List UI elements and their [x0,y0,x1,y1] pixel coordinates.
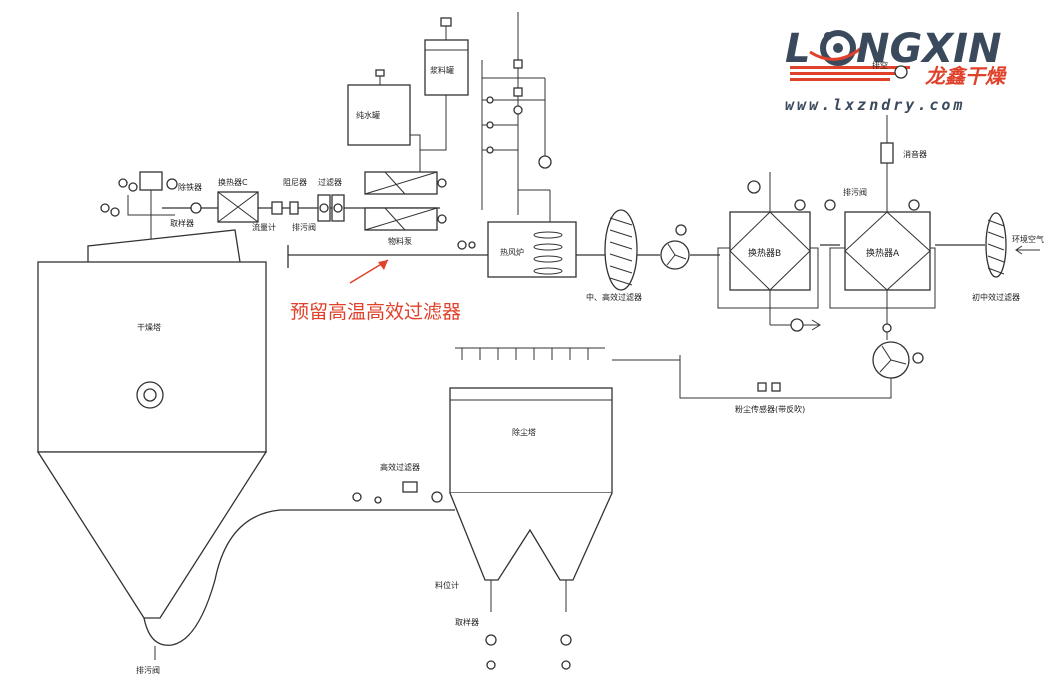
sampler-bottom-label: 取样器 [455,617,479,627]
logo-chinese-name: 龙鑫干燥 [925,64,1007,88]
hot-air-furnace-label: 热风炉 [500,247,524,257]
exhaust-label: 排空 [872,60,888,70]
callout: 预留高温高效过滤器 [290,259,461,323]
primary-mid-filter: 初中效过滤器 [972,212,1020,302]
heat-exchanger-c-label: 换热器C [218,177,248,187]
material-pump: 物料泵 [364,160,447,246]
sampler-top-label: 取样器 [170,218,194,228]
heat-exchanger-a-label: 换热器A [866,247,900,259]
heat-exchanger-b: 换热器B [717,172,821,332]
logo-word-rest: NGXIN [856,26,1002,72]
material-pump-label: 物料泵 [388,236,412,246]
pure-water-tank: 纯水罐 [347,69,447,160]
feed-hopper [100,171,178,245]
muffler-label: 消音器 [903,149,927,159]
hot-air-duct [287,240,985,268]
drying-tower-label: 干燥塔 [137,322,161,332]
damper-label: 阻尼器 [283,178,307,187]
pure-water-tank-label: 纯水罐 [356,110,380,120]
hot-air-furnace: 热风炉 [487,210,577,278]
hepa-filter: 高效过滤器 [352,462,443,504]
primary-mid-filter-label: 初中效过滤器 [972,292,1020,302]
mid-high-filter-label: 中、高效过滤器 [586,292,642,302]
level-meter-label: 料位计 [435,580,459,590]
exhaust-fan-icon [872,341,924,379]
drain-valve-mid-label: 排污阀 [292,222,316,232]
flow-meter-label: 流量计 [252,222,276,232]
mid-high-filter: 中、高效过滤器 [586,209,642,302]
callout-text: 预留高温高效过滤器 [290,301,461,323]
iron-remover-label: 除铁器 [178,182,202,192]
powder-sensor: 粉尘传感器(带反吹) [735,382,805,414]
hepa-filter-label: 高效过滤器 [380,462,420,472]
heat-exchanger-a: 换热器A [824,115,936,340]
slurry-tank-label: 浆料罐 [430,65,454,75]
company-logo: L NGXIN 龙鑫干燥 www.lxzndry.com [785,26,1007,114]
drying-tower: 干燥塔 [36,229,455,660]
gas-supply-manifold [481,12,552,222]
logo-url: www.lxzndry.com [785,96,965,114]
dust-tower: 除尘塔 [449,347,681,670]
muffler: 消音器 排空 [872,60,927,164]
logo-o-icon [809,30,868,66]
supply-fan-icon [660,224,690,270]
slurry-tank: 浆料罐 [424,17,469,135]
heat-exchanger-b-label: 换热器B [748,247,781,259]
dust-tower-label: 除尘塔 [512,427,536,437]
ambient-air-label: 环境空气 [1012,234,1044,244]
drain-valve-right-label: 排污阀 [843,187,867,197]
powder-sensor-label: 粉尘传感器(带反吹) [735,404,805,414]
filter-label: 过滤器 [318,177,342,187]
logo-letter-l: L [785,26,811,72]
drain-valve-bottom-label: 排污阀 [136,665,160,675]
